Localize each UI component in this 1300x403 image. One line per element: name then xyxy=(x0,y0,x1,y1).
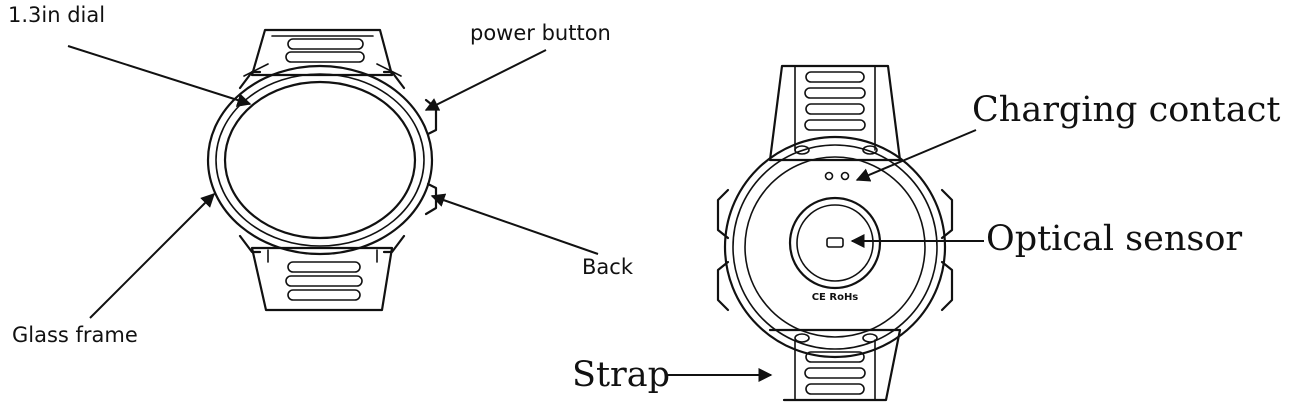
pointer-charging-contact xyxy=(855,129,977,182)
charging-contact-pin xyxy=(840,171,850,181)
strap-pin xyxy=(794,333,810,343)
sensor-ring xyxy=(796,204,874,282)
label-power-button: power button xyxy=(470,21,611,45)
label-back: Back xyxy=(582,255,634,279)
strap-pin xyxy=(862,145,878,155)
pointer-dial xyxy=(67,45,252,107)
right-side-button xyxy=(940,260,954,312)
left-side-button xyxy=(716,260,730,312)
strap-pin xyxy=(794,145,810,155)
label-charging-contact: Charging contact xyxy=(972,90,1280,130)
pointer-back xyxy=(430,193,599,255)
front-bezel xyxy=(215,73,425,247)
watch-back-view: CE RoHs xyxy=(716,64,954,402)
dial-screen xyxy=(223,80,417,240)
label-optical-sensor: Optical sensor xyxy=(986,219,1242,259)
pointer-glass-frame xyxy=(89,193,215,319)
sensor-housing xyxy=(788,196,882,290)
front-lugs-top xyxy=(238,70,406,90)
front-top-strap xyxy=(243,28,402,77)
charging-contact-pin xyxy=(824,171,834,181)
front-case xyxy=(206,64,434,256)
back-case xyxy=(723,135,947,359)
label-strap: Strap xyxy=(572,355,670,395)
back-marking: CE RoHs xyxy=(812,292,859,303)
back-case-ring xyxy=(732,144,938,350)
label-glass-frame: Glass frame xyxy=(12,323,138,347)
label-dial: 1.3in dial xyxy=(8,3,105,27)
front-bottom-strap xyxy=(250,246,394,312)
right-side-button xyxy=(940,188,954,240)
watch-front-view xyxy=(206,28,438,312)
left-side-button xyxy=(716,188,730,240)
optical-sensor xyxy=(826,237,844,248)
front-lugs-bottom xyxy=(238,234,406,254)
back-top-strap xyxy=(768,64,902,162)
pointer-power-button xyxy=(424,49,547,111)
back-case-inner-ring xyxy=(744,156,926,338)
back-bottom-strap xyxy=(768,328,902,402)
